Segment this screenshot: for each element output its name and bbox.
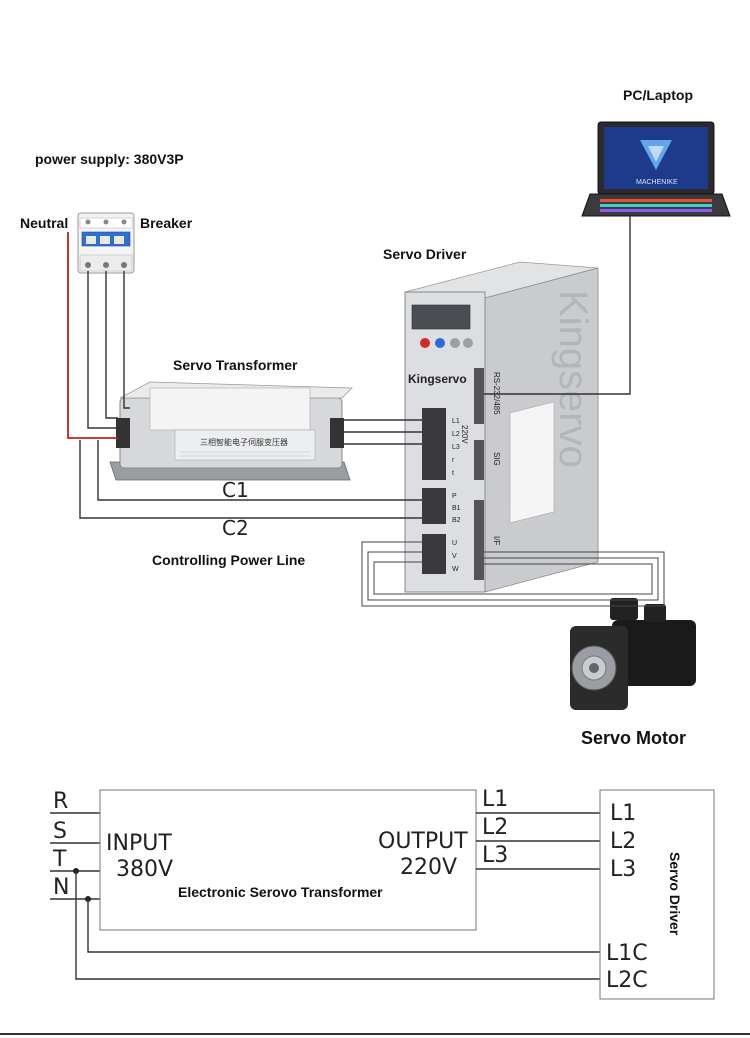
laptop-screen-text: MACHENIKE: [636, 179, 678, 186]
input-n-label: N: [53, 875, 69, 900]
breaker-label: Breaker: [140, 215, 193, 231]
c2-label: C2: [222, 516, 249, 540]
power-supply-label: power supply: 380V3P: [35, 151, 184, 167]
transformer-input-voltage: 380V: [116, 857, 173, 882]
terminal-l1: L1: [452, 418, 460, 425]
transformer-chinese-title: 三相智能电子伺服变压器: [200, 437, 288, 447]
driver-power-terminals: L1 L2 L3 r t: [452, 418, 460, 477]
neutral-label: Neutral: [20, 215, 68, 231]
terminal-p: P: [452, 493, 457, 500]
terminal-b1: B1: [452, 505, 461, 512]
driver-terminal-l2: L2: [610, 829, 636, 854]
terminal-b2: B2: [452, 517, 461, 524]
sig-port-label: SIG: [492, 452, 501, 466]
schematic-section: R S T N INPUT 380V OUTPUT 220V Electroni…: [50, 787, 715, 1000]
driver-terminal-l2c: L2C: [606, 968, 648, 993]
servo-transformer-label: Servo Transformer: [173, 357, 298, 373]
driver-side-brand: Kingservo: [551, 290, 595, 468]
photo-section: power supply: 380V3P Neutral Breaker PC/…: [20, 87, 731, 748]
terminal-w: W: [452, 566, 459, 573]
input-t-label: T: [52, 847, 67, 872]
driver-terminal-l1c: L1C: [606, 941, 648, 966]
driver-terminal-l3: L3: [610, 857, 636, 882]
servo-motor: [570, 598, 696, 710]
driver-regen-terminals: P B1 B2: [452, 493, 461, 524]
servo-driver-label: Servo Driver: [383, 246, 467, 262]
transformer-caption: Electronic Serovo Transformer: [178, 884, 383, 900]
terminal-v: V: [452, 553, 457, 560]
transformer-input-label: INPUT: [106, 831, 172, 856]
servo-transformer: 三相智能电子伺服变压器: [109, 381, 353, 481]
photo-wires: C1 C2: [67, 216, 665, 607]
output-l1-label: L1: [482, 787, 508, 812]
terminal-l2: L2: [452, 431, 460, 438]
terminal-r: r: [452, 457, 455, 464]
laptop: MACHENIKE: [581, 121, 731, 217]
breaker: [77, 212, 135, 274]
output-l2-label: L2: [482, 815, 508, 840]
driver-title-vertical: Servo Driver: [667, 852, 683, 936]
input-voltage-label: 220V: [460, 425, 469, 444]
controlling-power-line-label: Controlling Power Line: [152, 552, 305, 568]
input-s-label: S: [53, 819, 67, 844]
io-port-label: I/F: [492, 536, 501, 545]
terminal-l3: L3: [452, 444, 460, 451]
terminal-u: U: [452, 540, 457, 547]
transformer-output-voltage: 220V: [400, 855, 457, 880]
driver-brand: Kingservo: [408, 372, 467, 386]
schematic-driver-box: [599, 789, 715, 1000]
servo-driver-unit: Kingservo RS-232/485 L1 L2 L3 r t 220V S…: [404, 261, 599, 593]
pc-laptop-label: PC/Laptop: [623, 87, 693, 103]
c1-label: C1: [222, 478, 249, 502]
servo-motor-label: Servo Motor: [581, 728, 686, 748]
schematic-transformer-box: [99, 789, 477, 931]
driver-terminal-l1: L1: [610, 801, 636, 826]
transformer-output-label: OUTPUT: [378, 829, 468, 854]
input-r-label: R: [53, 789, 68, 814]
driver-motor-terminals: U V W: [452, 540, 459, 573]
terminal-t: t: [452, 470, 454, 477]
output-l3-label: L3: [482, 843, 508, 868]
